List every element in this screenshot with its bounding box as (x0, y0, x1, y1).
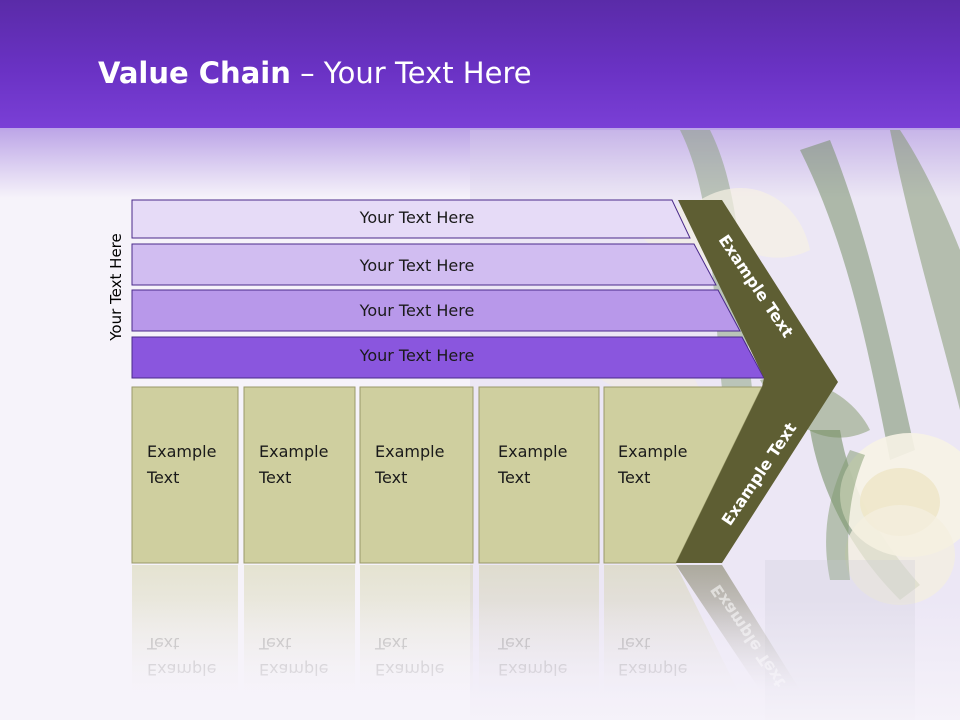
bar-2-label: Your Text Here (359, 256, 475, 275)
bar-1-label: Your Text Here (359, 208, 475, 227)
cell-1-line1: Example (147, 442, 217, 461)
cell-3-line1: Example (375, 442, 445, 461)
bottom-fade (0, 600, 960, 720)
title-bold: Value Chain (98, 56, 291, 90)
cell-5-line2: Text (618, 468, 651, 487)
cell-5-text: Example Text (618, 439, 687, 491)
cell-4-line2: Text (498, 468, 531, 487)
bar-3 (131, 289, 741, 332)
cell-2-line1: Example (259, 442, 329, 461)
cell-4 (478, 386, 600, 564)
bar-1 (131, 199, 691, 239)
cell-4-line1: Example (498, 442, 568, 461)
cell-3-line2: Text (375, 468, 408, 487)
bar-3-label: Your Text Here (359, 301, 475, 320)
value-chevron (676, 200, 838, 563)
cell-2-text: Example Text (259, 439, 328, 491)
cell-2-line2: Text (259, 468, 292, 487)
bar-2 (131, 243, 717, 286)
cell-4-text: Example Text (498, 439, 567, 491)
cell-1-line2: Text (147, 468, 180, 487)
cell-3-text: Example Text (375, 439, 444, 491)
cell-2 (243, 386, 356, 564)
header-fade (0, 128, 960, 198)
cell-3 (359, 386, 474, 564)
title-rest: – Your Text Here (290, 56, 532, 90)
cell-5-line1: Example (618, 442, 688, 461)
cell-1 (131, 386, 239, 564)
bar-4-label: Your Text Here (359, 346, 475, 365)
cell-1-text: Example Text (147, 439, 216, 491)
header-band (0, 0, 960, 128)
page-title: Value Chain – Your Text Here (98, 56, 532, 90)
